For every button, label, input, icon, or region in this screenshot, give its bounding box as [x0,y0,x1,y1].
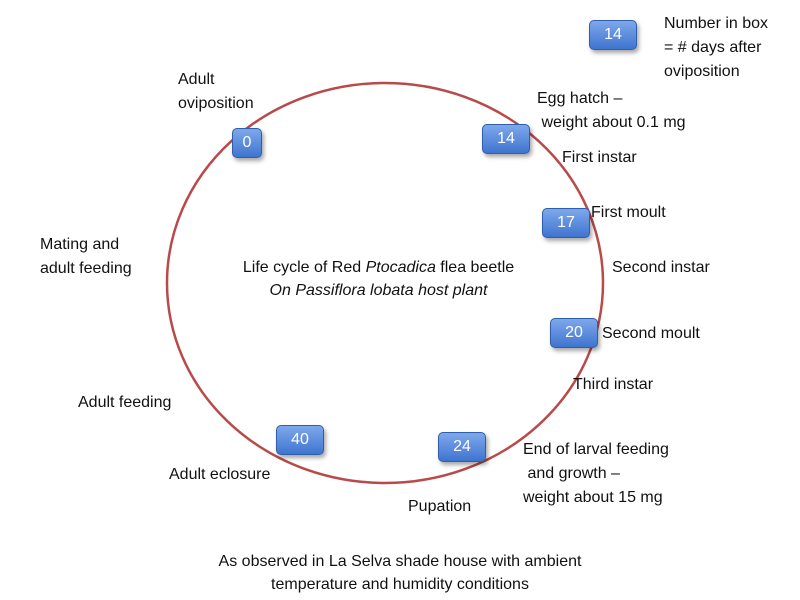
end-larval-label-2: and growth – [523,465,620,482]
end-larval-label-1: End of larval feeding [523,441,669,458]
diagram-title: Life cycle of Red Ptocadica flea beetle … [226,256,531,302]
diagram-title-line-1: Life cycle of Red Ptocadica flea beetle [226,256,531,279]
legend-line-3: oviposition [664,63,740,80]
footer-line-2: temperature and humidity conditions [271,576,529,593]
third-instar-label: Third instar [573,376,654,393]
day-box-0: 0 [232,128,262,158]
day-box-24: 24 [438,432,486,462]
mating-label-1: Mating and [40,236,120,253]
second-instar-label: Second instar [612,259,710,276]
day-box-40: 40 [276,425,324,455]
adult-oviposition-label-1: Adult [178,71,215,88]
adult-oviposition-label-2: oviposition [178,95,254,112]
day-box-20: 20 [550,318,598,348]
end-larval-label-3: weight about 15 mg [523,489,663,506]
first-moult-label: First moult [591,204,666,221]
life-cycle-circle [165,81,605,485]
legend-box: 14 [589,20,637,50]
egg-hatch-label-2: weight about 0.1 mg [537,114,686,131]
title-species: Ptocadica [365,259,436,276]
first-instar-label: First instar [562,149,637,166]
egg-hatch-label-1: Egg hatch – [537,90,623,107]
second-moult-label: Second moult [602,325,700,342]
day-box-14: 14 [482,124,530,154]
title-suffix: flea beetle [435,259,515,276]
legend-line-1: Number in box [664,15,769,32]
title-prefix: Life cycle of Red [242,259,366,276]
mating-label-2: adult feeding [40,260,132,277]
adult-eclosure-label: Adult eclosure [169,466,271,483]
footer-line-1: As observed in La Selva shade house with… [218,553,582,570]
adult-feeding-label: Adult feeding [78,394,172,411]
pupation-label: Pupation [408,498,472,515]
diagram-title-line-2: On Passiflora lobata host plant [226,279,531,302]
host-plant-text: On Passiflora lobata host plant [269,282,488,299]
legend-line-2: = # days after [664,39,762,56]
day-box-17: 17 [542,208,590,238]
footer-note: As observed in La Selva shade house with… [160,550,640,596]
